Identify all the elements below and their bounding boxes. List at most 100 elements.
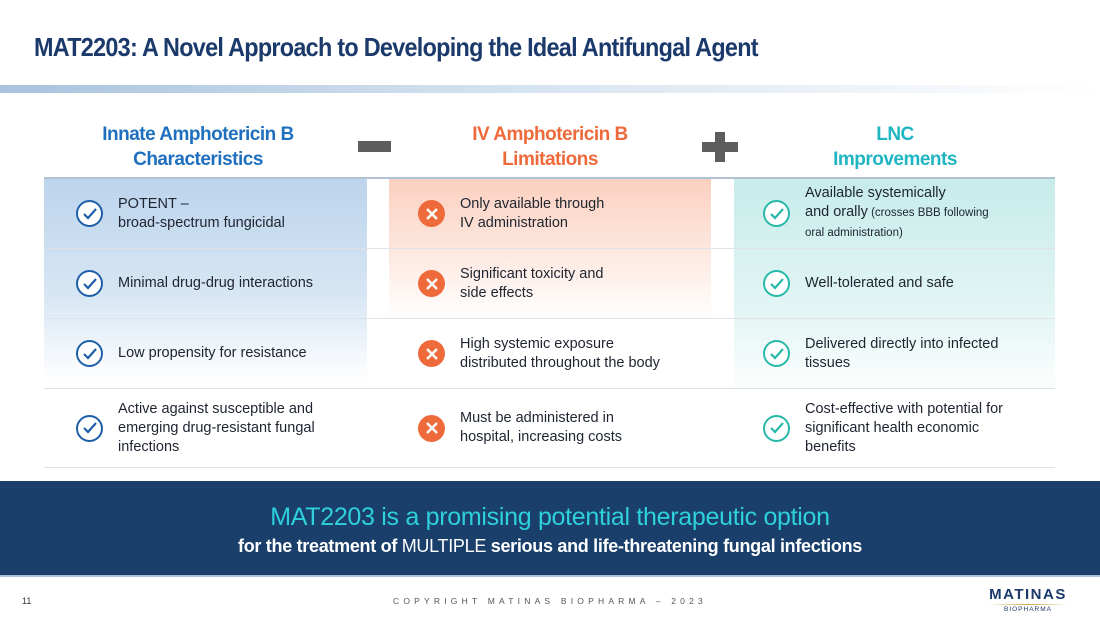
row-item-lnc: Cost-effective with potential for signifi… (763, 389, 1063, 467)
header-iv-line1: IV Amphotericin B (472, 124, 628, 145)
logo-wordmark: MATINAS (989, 586, 1067, 603)
banner-subline-emphasis: MULTIPLE (401, 536, 487, 556)
row-text-main: IV administration (460, 214, 568, 231)
header-lnc-line2: Improvements (833, 149, 957, 170)
banner-headline: MAT2203 is a promising potential therape… (270, 503, 830, 531)
row-text-line: POTENT – (118, 195, 285, 214)
title-rule (0, 85, 1100, 93)
row-text-line: Available systemically (805, 184, 989, 203)
minus-icon (358, 141, 391, 152)
check-circle-icon (763, 270, 790, 297)
row-item-innate: Low propensity for resistance (76, 319, 376, 388)
row-text-line: broad-spectrum fungicidal (118, 214, 285, 233)
row-divider (44, 467, 1055, 468)
row-text: Available systemically and orally (crosse… (805, 184, 989, 243)
table-top-line (44, 177, 1055, 179)
x-circle-icon (418, 340, 445, 367)
banner-subline-end: serious and life-threatening fungal infe… (486, 536, 863, 556)
row-text-main: benefits (805, 438, 856, 455)
row-item-lnc: Available systemically and orally (crosse… (763, 179, 1063, 248)
page-number: 11 (22, 596, 32, 606)
plus-icon (702, 132, 738, 162)
row-divider (44, 318, 1055, 319)
check-circle-icon (76, 200, 103, 227)
row-text-line: emerging drug-resistant fungal (118, 419, 315, 438)
row-text-main: emerging drug-resistant fungal (118, 419, 315, 436)
row-text-line: Significant toxicity and (460, 265, 603, 284)
header-iv: IV Amphotericin B Limitations (400, 122, 700, 172)
row-text-main: Cost-effective with potential for (805, 400, 1003, 417)
banner-subline-start: for the treatment of (238, 536, 402, 556)
row-text-note: oral administration) (805, 227, 903, 239)
row-text: Well-tolerated and safe (805, 274, 954, 293)
row-text-main: tissues (805, 354, 851, 371)
check-circle-icon (763, 200, 790, 227)
row-text-line: High systemic exposure (460, 335, 660, 354)
row-text-line: oral administration) (805, 223, 989, 243)
row-item-innate: POTENT – broad-spectrum fungicidal (76, 179, 376, 248)
row-text-main: Must be administered in (460, 410, 614, 426)
row-text-line: Well-tolerated and safe (805, 274, 954, 293)
x-circle-icon (418, 200, 445, 227)
logo-rule (986, 604, 1070, 605)
row-text: Low propensity for resistance (118, 344, 307, 363)
check-circle-icon (763, 414, 790, 442)
header-lnc-line1: LNC (876, 124, 914, 145)
row-text-main: significant health economic (805, 419, 980, 436)
row-text-line: Delivered directly into infected (805, 335, 998, 354)
row-text-line: side effects (460, 284, 603, 303)
row-text-line: significant health economic (805, 419, 1003, 438)
row-text-main: hospital, increasing costs (460, 429, 622, 445)
row-divider (44, 388, 1055, 389)
x-circle-icon (418, 414, 445, 442)
x-circle-icon (418, 270, 445, 297)
row-text-line: Active against susceptible and (118, 400, 315, 419)
row-text-line: Minimal drug-drug interactions (118, 274, 313, 293)
row-text-line: IV administration (460, 214, 604, 233)
check-circle-icon (763, 340, 790, 367)
row-text: Minimal drug-drug interactions (118, 274, 313, 293)
check-circle-icon (76, 340, 103, 367)
row-divider (44, 248, 1055, 249)
header-lnc: LNC Improvements (745, 122, 1045, 172)
row-text-main: Low propensity for resistance (118, 345, 307, 361)
row-text-main: Available systemically (805, 185, 946, 201)
row-text-main: broad-spectrum fungicidal (118, 214, 285, 231)
row-text-line: Cost-effective with potential for (805, 400, 1003, 419)
row-text-main: POTENT – (118, 195, 189, 212)
copyright: COPYRIGHT MATINAS BIOPHARMA – 2023 (393, 596, 707, 606)
row-text-line: distributed throughout the body (460, 354, 660, 373)
row-item-innate: Minimal drug-drug interactions (76, 249, 376, 318)
row-text-main: infections (118, 438, 180, 455)
column-bg-iv (389, 179, 711, 468)
row-text-line: and orally (crosses BBB following (805, 203, 989, 223)
row-text: Active against susceptible and emerging d… (118, 400, 315, 457)
row-text: POTENT – broad-spectrum fungicidal (118, 195, 285, 233)
row-text-line: infections (118, 438, 315, 457)
row-text: Must be administered in hospital, increas… (460, 409, 622, 447)
row-text-main: side effects (460, 284, 534, 301)
row-item-iv: Must be administered in hospital, increas… (418, 389, 718, 467)
row-text-note: (crosses BBB following (867, 207, 989, 219)
row-text: Cost-effective with potential for signifi… (805, 400, 1003, 457)
conclusion-banner: MAT2203 is a promising potential therape… (0, 481, 1100, 577)
row-text-line: Low propensity for resistance (118, 344, 307, 363)
row-text-main: Well-tolerated and safe (805, 275, 954, 291)
row-text-main: Active against susceptible and (118, 400, 314, 417)
header-innate-line1: Innate Amphotericin B (102, 124, 294, 145)
row-text-main: and orally (805, 204, 868, 220)
header-innate-line2: Characteristics (133, 149, 263, 170)
row-text-line: benefits (805, 438, 1003, 457)
check-circle-icon (76, 270, 103, 297)
row-item-lnc: Well-tolerated and safe (763, 249, 1063, 318)
row-text-line: tissues (805, 354, 998, 373)
header-iv-line2: Limitations (502, 149, 598, 170)
